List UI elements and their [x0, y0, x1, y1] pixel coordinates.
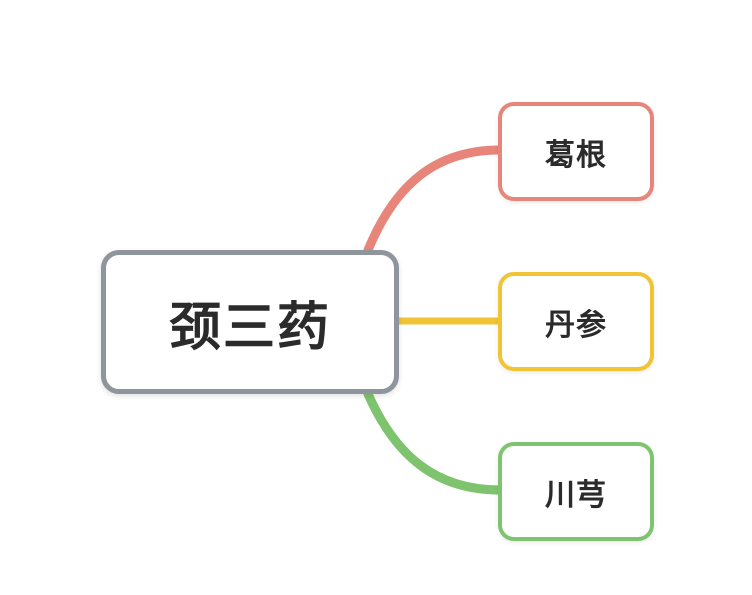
connector-chuanxiong [363, 389, 505, 495]
branch-node-label: 葛根 [545, 137, 607, 173]
branch-node-gegen[interactable]: 葛根 [498, 102, 654, 201]
connector-gegen [363, 145, 505, 255]
branch-node-label: 丹参 [545, 307, 607, 343]
branch-node-chuanxiong[interactable]: 川芎 [498, 442, 654, 541]
central-node[interactable]: 颈三药 [101, 250, 399, 394]
central-node-label: 颈三药 [168, 297, 331, 358]
branch-node-danshen[interactable]: 丹参 [498, 272, 654, 371]
branch-node-label: 川芎 [545, 477, 607, 513]
